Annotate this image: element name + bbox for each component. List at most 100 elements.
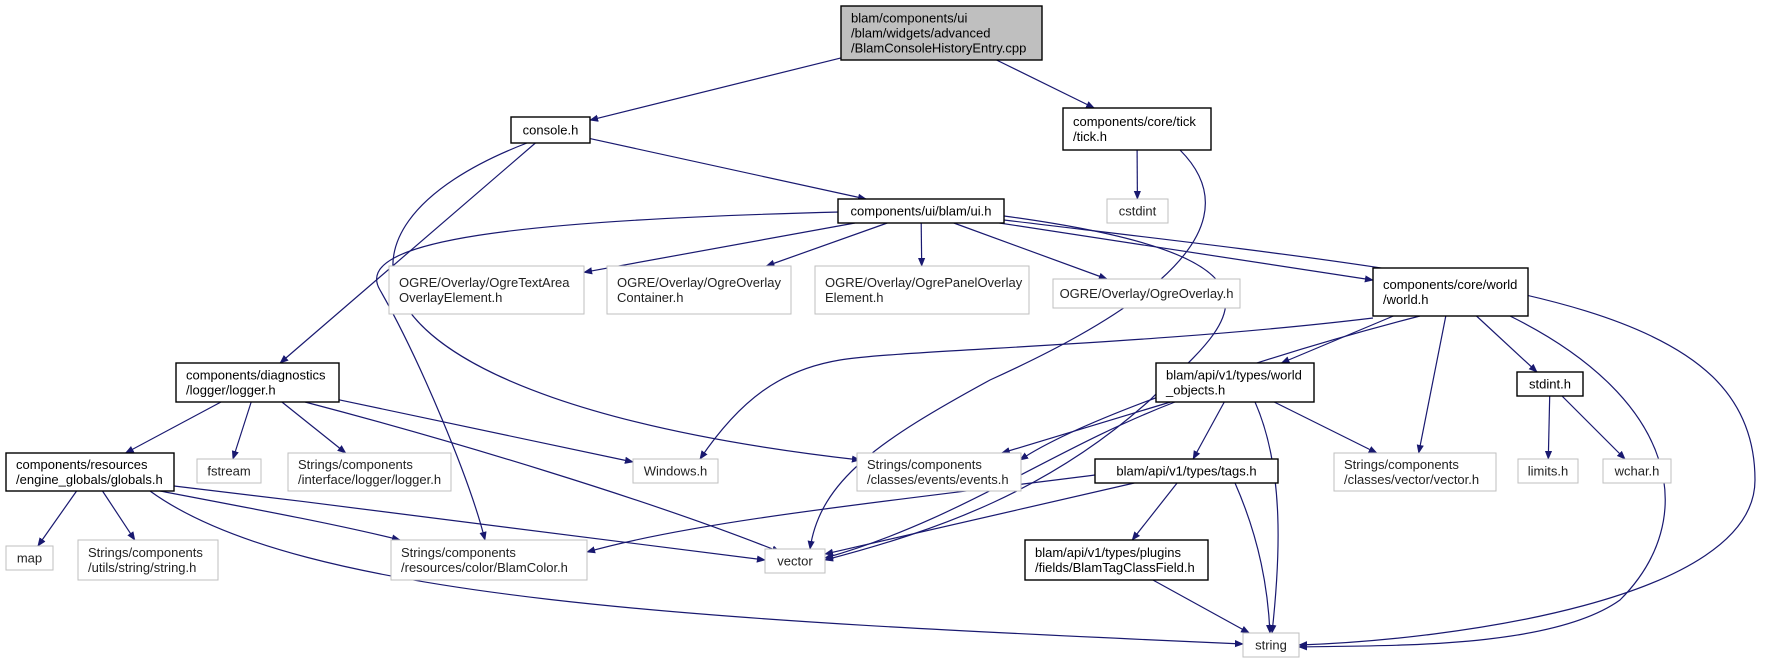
node-windows: Windows.h xyxy=(632,458,719,484)
node-box xyxy=(390,539,588,581)
edge-tagclass-to-string xyxy=(1152,579,1250,634)
edge-stdint-to-limits xyxy=(1544,395,1553,460)
edge-line xyxy=(583,222,856,275)
edge-console-to-logger xyxy=(279,142,536,364)
node-console[interactable]: console.h xyxy=(510,116,591,144)
node-label: cstdint xyxy=(1119,204,1157,219)
edge-globals-to-string xyxy=(149,490,1244,648)
node-label: components/diagnostics xyxy=(186,368,326,383)
node-vectorh: Strings/components/classes/vector/vector… xyxy=(1333,452,1497,492)
node-box xyxy=(1062,107,1212,151)
node-label: stdint.h xyxy=(1529,377,1571,392)
node-label: /blam/widgets/advanced xyxy=(851,26,990,41)
edge-globals-to-stringh xyxy=(101,490,136,541)
node-ui[interactable]: components/ui/blam/ui.h xyxy=(837,198,1005,224)
node-box xyxy=(1602,458,1672,484)
edge-logger-to-loggerif xyxy=(281,401,347,454)
node-tick[interactable]: components/core/tick/tick.h xyxy=(1062,107,1212,151)
node-label: /fields/BlamTagClassField.h xyxy=(1035,560,1195,575)
node-worldobj[interactable]: blam/api/v1/types/world_objects.h xyxy=(1155,362,1315,403)
node-box xyxy=(287,452,452,492)
node-root[interactable]: blam/components/ui/blam/widgets/advanced… xyxy=(840,5,1043,61)
edge-line xyxy=(281,401,347,454)
node-label: Element.h xyxy=(825,290,884,305)
edge-line xyxy=(37,490,78,547)
node-stringh: Strings/components/utils/string/string.h xyxy=(77,539,219,581)
node-stdint[interactable]: stdint.h xyxy=(1516,371,1584,397)
node-globals[interactable]: components/resources/engine_globals/glob… xyxy=(5,452,175,492)
edge-world-to-windows xyxy=(699,317,1374,460)
node-fstream: fstream xyxy=(196,458,262,484)
node-label: wchar.h xyxy=(1614,464,1660,479)
node-label: Windows.h xyxy=(644,464,708,479)
node-box xyxy=(764,548,826,574)
edge-line xyxy=(338,399,634,464)
node-events: Strings/components/classes/events/events… xyxy=(856,452,1022,492)
node-box xyxy=(606,265,792,315)
node-label: OGRE/Overlay/OgreOverlay xyxy=(617,275,781,290)
edge-line xyxy=(1152,579,1250,634)
edge-line xyxy=(589,57,842,122)
edge-line xyxy=(765,222,888,267)
edge-root-to-tick xyxy=(996,59,1096,109)
node-box xyxy=(5,452,175,492)
node-label: Strings/components xyxy=(298,457,413,472)
node-box xyxy=(1052,278,1241,309)
node-box xyxy=(77,539,219,581)
edge-line xyxy=(304,401,781,553)
node-label: /engine_globals/globals.h xyxy=(16,472,163,487)
node-label: Container.h xyxy=(617,290,684,305)
node-label: OverlayElement.h xyxy=(399,290,502,305)
node-box xyxy=(837,198,1005,224)
node-loggerif: Strings/components/interface/logger/logg… xyxy=(287,452,452,492)
node-label: /resources/color/BlamColor.h xyxy=(401,560,568,575)
node-label: vector xyxy=(777,554,813,569)
node-box xyxy=(632,458,719,484)
edge-world-to-worldobj xyxy=(1280,315,1394,364)
edge-line xyxy=(376,211,841,541)
edge-globals-to-vector xyxy=(173,485,766,563)
edge-line xyxy=(1298,315,1666,651)
edge-line xyxy=(1131,482,1178,541)
edge-line xyxy=(953,222,1108,280)
edge-logger-to-vector xyxy=(304,401,781,553)
node-label: OGRE/Overlay/OgreTextArea xyxy=(399,275,570,290)
node-tagclass[interactable]: blam/api/v1/types/plugins/fields/BlamTag… xyxy=(1024,539,1209,581)
edge-ui-to-string xyxy=(1003,219,1756,649)
node-vector: vector xyxy=(764,548,826,574)
edge-line xyxy=(1416,315,1447,454)
node-label: /utils/string/string.h xyxy=(88,560,196,575)
node-string: string xyxy=(1242,632,1300,658)
node-label: limits.h xyxy=(1528,464,1568,479)
edge-line xyxy=(1561,395,1626,460)
edge-worldobj-to-events xyxy=(1000,401,1171,455)
node-box xyxy=(1106,198,1169,224)
node-tags[interactable]: blam/api/v1/types/tags.h xyxy=(1094,458,1279,484)
edge-logger-to-windows xyxy=(338,399,634,464)
edge-line xyxy=(159,490,401,542)
edge-line xyxy=(1476,315,1538,373)
node-label: /tick.h xyxy=(1073,129,1107,144)
node-label: /interface/logger/logger.h xyxy=(298,472,441,487)
edge-line xyxy=(1544,395,1553,460)
edge-line xyxy=(589,138,867,201)
node-label: /BlamConsoleHistoryEntry.cpp xyxy=(851,41,1026,56)
node-logger[interactable]: components/diagnostics/logger/logger.h xyxy=(175,362,340,403)
node-label: Strings/components xyxy=(401,545,516,560)
edges xyxy=(37,57,1756,651)
edge-tick-to-vector xyxy=(807,149,1206,550)
node-label: console.h xyxy=(523,123,579,138)
node-world[interactable]: components/core/world/world.h xyxy=(1372,267,1529,317)
node-label: _objects.h xyxy=(1165,383,1225,398)
edge-line xyxy=(1000,401,1171,455)
node-label: Strings/components xyxy=(867,457,982,472)
edge-ui-to-world xyxy=(999,222,1374,283)
edge-line xyxy=(1003,219,1756,649)
edge-line xyxy=(918,222,926,267)
node-label: fstream xyxy=(207,464,250,479)
node-box xyxy=(175,362,340,403)
node-label: blam/components/ui xyxy=(851,11,967,26)
edge-globals-to-map xyxy=(37,490,78,547)
node-label: /classes/events/events.h xyxy=(867,472,1009,487)
